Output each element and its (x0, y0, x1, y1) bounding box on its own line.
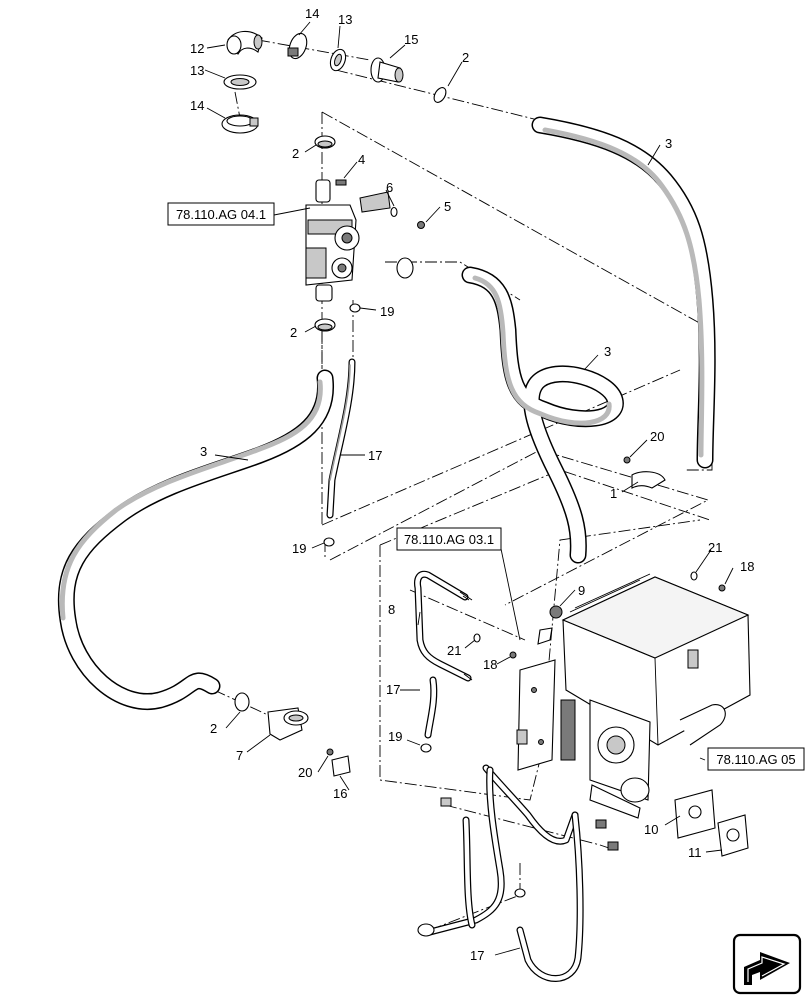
callout-21-bracket: 21 (447, 643, 461, 658)
callout-7: 7 (236, 748, 243, 763)
screw-20-lower (326, 748, 334, 756)
callout-9: 9 (578, 583, 585, 598)
clamp-19-mid (323, 537, 335, 547)
callout-1: 1 (610, 486, 617, 501)
lower-clamp-left (417, 923, 435, 937)
bolt-4 (335, 179, 347, 186)
ref-box-bracket[interactable]: 78.110.AG 03.1 (396, 527, 502, 551)
callout-3-center: 3 (604, 344, 611, 359)
small-hose-17-upper (326, 358, 356, 519)
nut-5 (417, 221, 425, 229)
callout-18-bracket: 18 (483, 657, 497, 672)
callout-19-mid: 19 (292, 541, 306, 556)
u-bolt-8 (414, 570, 473, 682)
lower-hose-17-c (462, 816, 476, 929)
nut-18-tank (718, 584, 726, 592)
pump (589, 699, 651, 819)
callout-6: 6 (386, 180, 393, 195)
callout-2-top: 2 (462, 50, 469, 65)
seal-13-top (329, 48, 347, 72)
mount-bracket (516, 627, 576, 771)
seal-13-left (223, 74, 257, 90)
plate-10 (674, 789, 716, 839)
ref-bracket-label: 78.110.AG 03.1 (404, 532, 494, 547)
callout-17-lower: 17 (470, 948, 484, 963)
screw-21-bracket (473, 633, 481, 643)
screw-20-upper (623, 456, 631, 464)
hose-right-vertical (531, 116, 716, 469)
callout-3-left: 3 (200, 444, 207, 459)
clamp-19-lower (420, 743, 432, 753)
callout-10: 10 (644, 822, 658, 837)
lower-hose-17-a (482, 764, 579, 845)
valve-assembly (305, 179, 391, 302)
hose-center-loop (461, 266, 624, 564)
gasket-11 (717, 814, 749, 857)
callout-2-lower: 2 (290, 325, 297, 340)
callout-11: 11 (688, 845, 702, 860)
clamp-1 (631, 471, 666, 489)
leader-lines (204, 21, 734, 956)
clamp-2-upper-left (314, 135, 336, 149)
screw-21-tank (690, 571, 698, 581)
callout-21-tank: 21 (708, 540, 722, 555)
callout-20-lower: 20 (298, 765, 312, 780)
elbow-fitting-12 (226, 30, 263, 56)
clamp-19-upper (349, 303, 361, 313)
callout-2-upper: 2 (292, 146, 299, 161)
callout-12: 12 (190, 41, 204, 56)
clamp-2-bottom-left (234, 692, 250, 712)
callout-14-left: 14 (190, 98, 204, 113)
lower-clamp-center (514, 888, 526, 898)
clamp-14-top (287, 32, 308, 60)
hose-left-long (57, 369, 335, 710)
clamp-16 (331, 755, 351, 777)
callout-17-upper: 17 (368, 448, 382, 463)
ref-valve-label: 78.110.AG 04.1 (176, 207, 266, 222)
lower-hose-17-d (516, 811, 584, 982)
lower-connector (440, 797, 619, 851)
callout-3-right: 3 (665, 136, 672, 151)
tank (561, 573, 751, 746)
lower-hose-17-b (426, 766, 505, 936)
ref-tank-label: 78.110.AG 05 (716, 752, 795, 767)
callout-8: 8 (388, 602, 395, 617)
callout-14-top: 14 (305, 6, 319, 21)
clamp-2-top (433, 87, 447, 103)
elbow-fitting-7 (267, 707, 309, 741)
cap-9 (549, 605, 563, 619)
next-page-arrow-icon[interactable] (732, 933, 802, 995)
callout-19-upper: 19 (380, 304, 394, 319)
callout-17-mid: 17 (386, 682, 400, 697)
callout-13-left: 13 (190, 63, 204, 78)
callout-19-lower: 19 (388, 729, 402, 744)
callout-16: 16 (333, 786, 347, 801)
callout-2-bottom: 2 (210, 721, 217, 736)
ref-box-tank[interactable]: 78.110.AG 05 (707, 747, 805, 771)
callout-18-tank: 18 (740, 559, 754, 574)
callout-5: 5 (444, 199, 451, 214)
callout-20-upper: 20 (650, 429, 664, 444)
clamp-2-valve-side (396, 257, 414, 279)
washer-6 (390, 206, 398, 218)
callout-labels: 12 13 14 14 13 15 2 3 2 4 6 5 2 19 3 3 1… (190, 6, 754, 963)
fitting-15 (370, 57, 404, 83)
clamp-2-lower-valve (314, 318, 336, 332)
callout-15: 15 (404, 32, 418, 47)
callout-4: 4 (358, 152, 365, 167)
clamp-14-left (221, 114, 259, 134)
nut-18-bracket (509, 651, 517, 659)
callout-13-top: 13 (338, 12, 352, 27)
ref-box-valve[interactable]: 78.110.AG 04.1 (167, 202, 275, 226)
small-hose-17-mid (424, 676, 438, 739)
